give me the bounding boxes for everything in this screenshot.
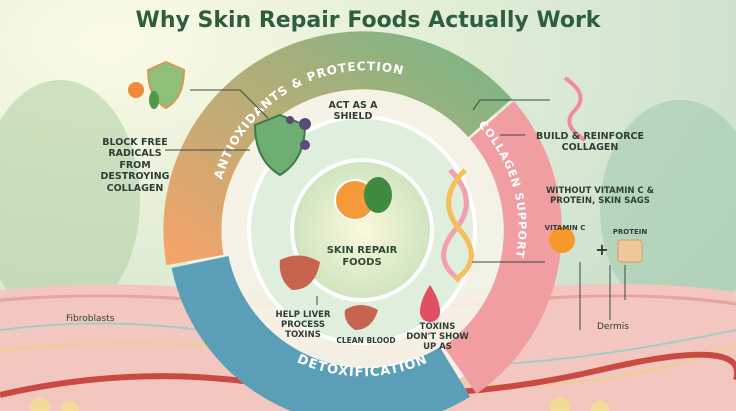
callout-act-as-shield: ACT AS A SHIELD — [328, 100, 378, 123]
vitamin-c-orange-icon — [549, 227, 575, 253]
segment-detox — [171, 255, 471, 411]
center-title-line2: FOODS — [342, 257, 382, 268]
blood-drop-icon — [420, 285, 440, 322]
orange-icon — [128, 82, 144, 98]
leaf-icon — [149, 91, 159, 109]
center-title-line1: SKIN REPAIR — [326, 245, 398, 256]
callout-help-liver: HELP LIVER PROCESS TOXINS — [275, 310, 331, 341]
foliage-right — [600, 100, 736, 320]
label-fibroblasts: Fibroblasts — [66, 314, 115, 324]
segment-antioxidants — [163, 31, 512, 266]
label-protein: PROTEIN — [612, 228, 648, 236]
center-title: SKIN REPAIR FOODS — [322, 245, 402, 269]
dna-icon — [563, 76, 587, 142]
callout-toxins: TOXINS DON'T SHOW UP AS — [406, 322, 469, 353]
center-circle — [290, 158, 434, 302]
page-title: Why Skin Repair Foods Actually Work — [135, 8, 601, 33]
free-radical-icon — [286, 116, 311, 150]
spinach-leaf-icon — [364, 177, 392, 213]
foliage-left — [0, 80, 140, 320]
callout-without-vitamin-c: WITHOUT VITAMIN C & PROTEIN, SKIN SAGS — [545, 186, 655, 207]
label-vitamin-c: VITAMIN C — [544, 224, 586, 232]
label-dermis: Dermis — [597, 322, 629, 332]
callout-clean-blood: CLEAN BLOOD — [336, 336, 396, 345]
callout-block-free-radicals: BLOCK FREE RADICALS FROM DESTROYING COLL… — [100, 137, 170, 194]
liver-icon — [344, 305, 378, 330]
segment-collagen — [442, 101, 562, 394]
callout-build-collagen: BUILD & REINFORCE COLLAGEN — [536, 131, 644, 154]
liver-icon — [279, 255, 320, 290]
protein-cube-icon — [617, 239, 643, 263]
plus-sign: + — [595, 240, 609, 259]
shield-icon — [253, 113, 307, 177]
dna-icon — [441, 168, 469, 283]
